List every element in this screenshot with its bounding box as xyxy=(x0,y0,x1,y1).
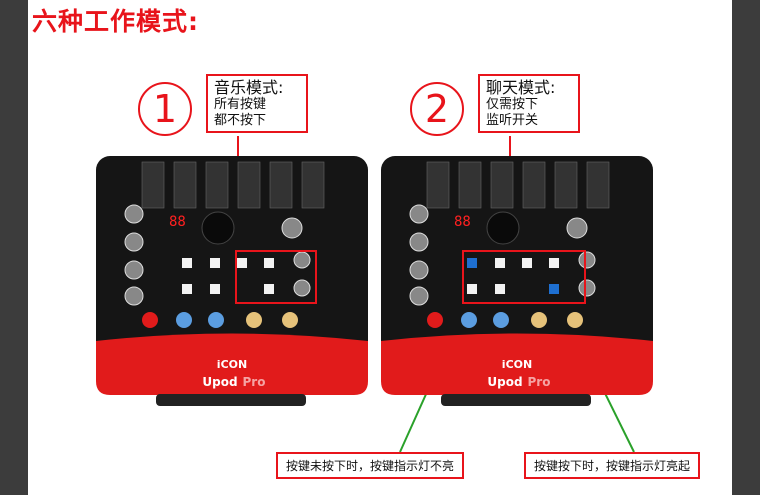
svg-text:88: 88 xyxy=(169,214,186,230)
mode-1-number: 1 xyxy=(138,82,192,136)
device-2-brand: iCON xyxy=(502,358,532,371)
device-2-model-suffix: Pro xyxy=(528,375,551,389)
note-led-off: 按键未按下时，按键指示灯不亮 xyxy=(276,452,465,479)
mixer-device-1: 88 iCON Upod Pro xyxy=(96,156,368,408)
mode-1-title: 音乐模式: xyxy=(214,78,284,97)
mixer-device-2: 88 iCON Upod Pro xyxy=(381,156,653,408)
mode-1-line-2: 都不按下 xyxy=(214,113,267,128)
mode-2-button-highlight xyxy=(462,250,586,304)
mode-2-line-2: 监听开关 xyxy=(486,113,539,128)
svg-text:88: 88 xyxy=(454,214,471,230)
device-2-model: Upod xyxy=(487,375,522,389)
device-1-model-suffix: Pro xyxy=(243,375,266,389)
mode-2-number: 2 xyxy=(410,82,464,136)
page-heading: 六种工作模式: xyxy=(32,7,199,36)
mode-2-title: 聊天模式: xyxy=(486,78,556,97)
mode-1-callout: 音乐模式: 所有按键 都不按下 xyxy=(206,74,308,133)
note-led-on: 按键按下时，按键指示灯亮起 xyxy=(524,452,701,479)
page: 六种工作模式: 1 音乐模式: 所有按键 都不按下 2 聊天模式: 仅需按下 监… xyxy=(28,0,732,495)
mode-2-callout: 聊天模式: 仅需按下 监听开关 xyxy=(478,74,580,133)
device-1-brand: iCON xyxy=(217,358,247,371)
mode-1-button-highlight xyxy=(235,250,317,304)
mode-2-line-1: 仅需按下 xyxy=(486,97,539,112)
mode-1-line-1: 所有按键 xyxy=(214,97,267,112)
device-1-model: Upod xyxy=(202,375,237,389)
